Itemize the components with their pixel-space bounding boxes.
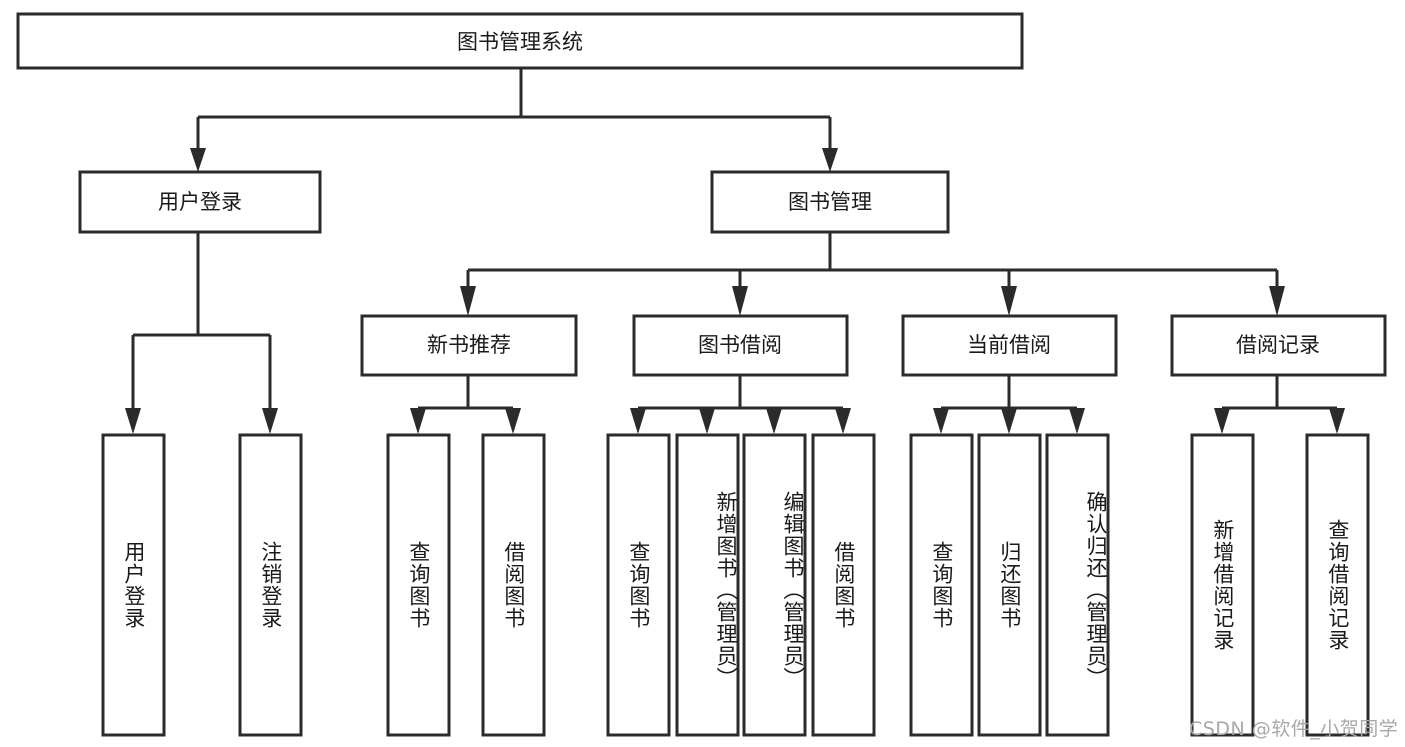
arrow-head-new-book-rec (460, 286, 476, 316)
arrow-head-leaf-query-book-3 (933, 408, 949, 434)
node-borrow-record-box[interactable] (1170, 314, 1387, 377)
connector-group-user-login (125, 232, 278, 434)
arrow-head-borrow-record (1269, 286, 1285, 316)
csdn-watermark: CSDN @软件_小贺同学 (1189, 718, 1399, 740)
arrow-head-leaf-user-login (125, 408, 141, 434)
arrow-head-leaf-add-record (1214, 408, 1230, 434)
connector-group-root (190, 68, 838, 172)
node-current-borrow-box[interactable] (901, 314, 1118, 377)
node-leaf-user-login-box[interactable] (101, 433, 166, 737)
connector-group-book-borrow (630, 375, 851, 434)
node-book-manage-box[interactable] (710, 170, 950, 234)
arrow-head-user-login (190, 148, 206, 172)
node-book-borrow-label: 图书借阅 (698, 333, 782, 357)
node-user-login-label: 用户登录 (158, 190, 242, 214)
node-new-book-rec-box[interactable] (360, 314, 578, 377)
node-root-box[interactable] (16, 12, 1024, 70)
node-leaf-return-book-box[interactable] (977, 433, 1042, 737)
node-borrow-record-label: 借阅记录 (1236, 333, 1320, 357)
arrow-head-current-borrow (1001, 286, 1017, 316)
connector-group-new-book-rec (410, 375, 521, 434)
arrow-head-leaf-query-book-2 (630, 408, 646, 434)
node-book-manage[interactable]: 图书管理 (710, 170, 950, 234)
node-current-borrow[interactable]: 当前借阅 (901, 314, 1118, 377)
arrow-head-leaf-edit-book (766, 408, 782, 434)
arrow-head-leaf-query-book-1 (410, 408, 426, 434)
arrow-head-leaf-borrow-book-1 (505, 408, 521, 434)
arrow-head-leaf-confirm-return (1069, 408, 1085, 434)
node-leaf-borrow-book-1-box[interactable] (481, 433, 546, 737)
node-borrow-record[interactable]: 借阅记录 (1170, 314, 1387, 377)
arrow-head-leaf-add-book (699, 408, 715, 434)
node-new-book-rec-label: 新书推荐 (427, 333, 511, 357)
node-leaf-add-book-box[interactable] (675, 433, 740, 737)
node-leaf-confirm-return-box[interactable] (1045, 433, 1110, 737)
arrow-head-leaf-return-book (1001, 408, 1017, 434)
node-user-login[interactable]: 用户登录 (78, 170, 322, 234)
node-root-label: 图书管理系统 (457, 30, 583, 54)
node-leaf-query-book-2-box[interactable] (606, 433, 671, 737)
arrow-head-leaf-borrow-book-2 (835, 408, 851, 434)
node-book-borrow-box[interactable] (632, 314, 849, 377)
node-book-borrow[interactable]: 图书借阅 (632, 314, 849, 377)
node-leaf-edit-book-box[interactable] (742, 433, 807, 737)
node-leaf-logout-box[interactable] (238, 433, 303, 737)
connector-group-current-borrow (933, 375, 1085, 434)
arrow-head-book-manage (822, 148, 838, 172)
node-current-borrow-label: 当前借阅 (967, 333, 1051, 357)
arrow-head-leaf-logout (262, 408, 278, 434)
node-leaf-add-record-box[interactable] (1190, 433, 1255, 737)
node-user-login-box[interactable] (78, 170, 322, 234)
node-leaf-query-book-3-box[interactable] (909, 433, 974, 737)
node-leaf-query-book-1-box[interactable] (386, 433, 451, 737)
connector-group-borrow-record (1214, 375, 1345, 434)
arrow-head-book-borrow (732, 286, 748, 316)
node-new-book-rec[interactable]: 新书推荐 (360, 314, 578, 377)
connector-group-book-manage (460, 232, 1285, 316)
node-leaf-query-record-box[interactable] (1305, 433, 1370, 737)
node-root[interactable]: 图书管理系统 (16, 12, 1024, 70)
node-book-manage-label: 图书管理 (788, 190, 872, 214)
arrow-head-leaf-query-record (1329, 408, 1345, 434)
node-leaf-borrow-book-2-box[interactable] (811, 433, 876, 737)
